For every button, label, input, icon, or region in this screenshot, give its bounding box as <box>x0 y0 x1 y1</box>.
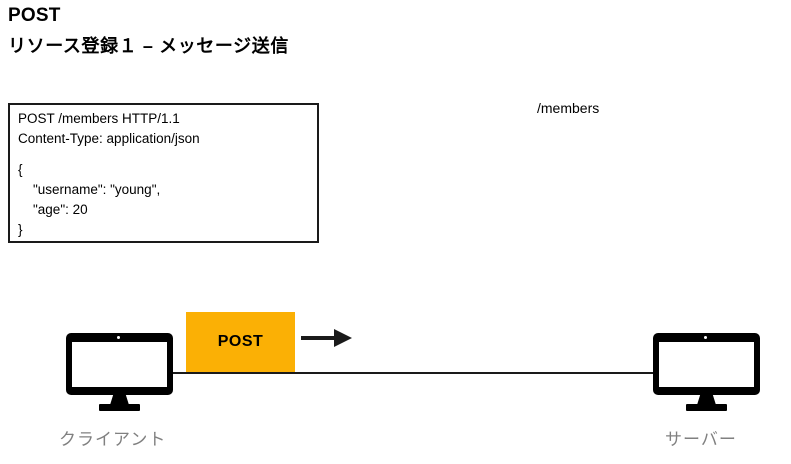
request-line-content-type: Content-Type: application/json <box>18 131 200 146</box>
request-line-body-open: { <box>18 162 23 177</box>
desktop-monitor-icon-server <box>653 333 760 411</box>
page-subtitle: リソース登録１ – メッセージ送信 <box>8 36 289 56</box>
monitor-screen <box>653 333 760 395</box>
http-request-box: POST /members HTTP/1.1 Content-Type: app… <box>8 103 319 243</box>
monitor-screen <box>66 333 173 395</box>
connection-line <box>172 372 656 374</box>
monitor-screen-inner <box>72 342 167 387</box>
request-line-blank <box>18 149 313 160</box>
arrow-head <box>334 329 352 347</box>
http-request-lines: POST /members HTTP/1.1 Content-Type: app… <box>18 109 313 240</box>
endpoint-path-label: /members <box>537 100 600 116</box>
monitor-camera-dot <box>117 336 120 339</box>
monitor-stand-base <box>686 404 727 411</box>
arrow-shaft <box>301 336 337 340</box>
client-caption: クライアント <box>59 430 167 449</box>
server-caption: サーバー <box>665 430 737 449</box>
monitor-stand-neck <box>697 394 716 405</box>
request-line-username: "username": "young", <box>18 182 161 197</box>
page-title: POST <box>8 5 61 26</box>
monitor-screen-inner <box>659 342 754 387</box>
request-line-age: "age": 20 <box>18 202 88 217</box>
desktop-monitor-icon-client <box>66 333 173 411</box>
post-message-tag: POST <box>186 312 295 372</box>
request-line-body-close: } <box>18 222 23 237</box>
monitor-stand-neck <box>110 394 129 405</box>
request-line-start-line: POST /members HTTP/1.1 <box>18 111 180 126</box>
monitor-stand-base <box>99 404 140 411</box>
post-message-tag-label: POST <box>217 333 264 350</box>
arrow-right-icon <box>301 328 353 348</box>
monitor-camera-dot <box>704 336 707 339</box>
